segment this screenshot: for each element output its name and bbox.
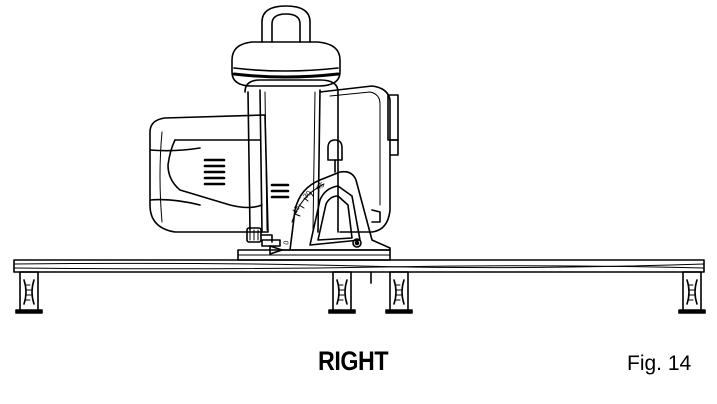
support-leg-4 (678, 271, 706, 314)
blade-guard (319, 85, 399, 233)
support-leg-2 (328, 271, 356, 314)
scale-label-45: 45 (316, 182, 326, 192)
motor-housing (149, 114, 290, 233)
base-plate (237, 249, 391, 261)
handle-column (231, 5, 341, 233)
support-leg-3 (385, 271, 413, 314)
top-handle (231, 41, 341, 87)
bevel-scale-labels: 0 15 30 45 (283, 182, 326, 246)
scale-label-15: 15 (292, 205, 302, 215)
vent-slots (203, 158, 290, 199)
bevel-scale (291, 183, 325, 223)
scale-label-0: 0 (283, 240, 291, 245)
pointer-arrow (269, 245, 283, 255)
depth-knob (327, 139, 343, 173)
support-legs (15, 271, 706, 314)
workpiece-board (13, 259, 705, 273)
bevel-plate (289, 170, 391, 251)
direction-caption: RIGHT (318, 346, 389, 376)
scale-label-30: 30 (302, 190, 313, 201)
figure-number: Fig. 14 (627, 352, 692, 375)
support-leg-1 (15, 271, 43, 314)
bevel-lock-knob (246, 227, 291, 255)
